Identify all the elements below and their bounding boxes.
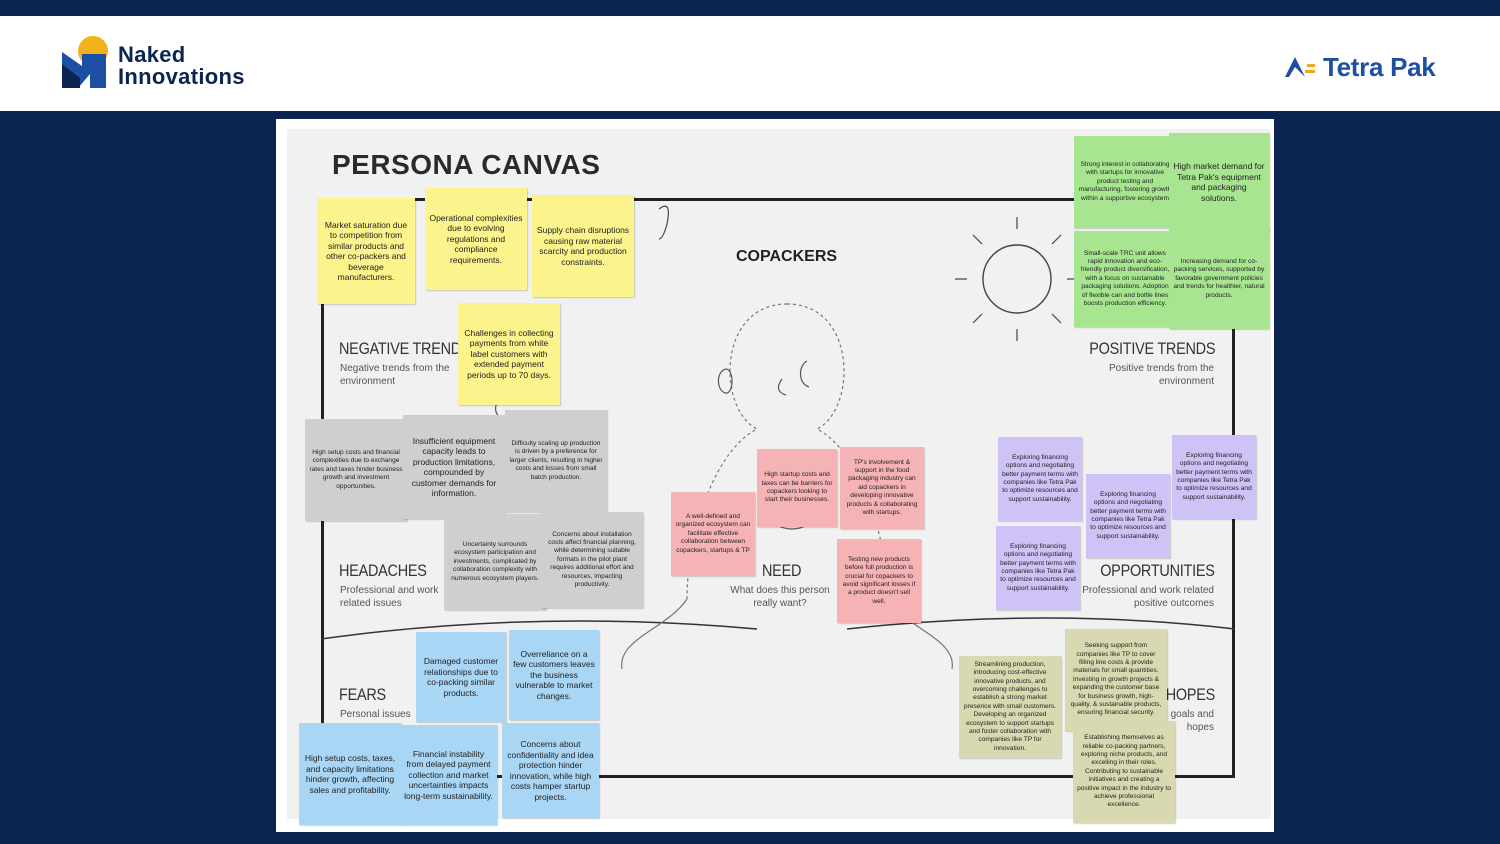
canvas-sheet: PERSONA CANVAS COPACKERS [287, 129, 1271, 819]
sticky-note-need: A well-defined and organized ecosystem c… [671, 492, 755, 576]
fears-subtitle: Personal issues [340, 709, 411, 722]
opportunities-title: OPPORTUNITIES [1101, 561, 1215, 581]
positive-trends-title: POSITIVE TRENDS [1089, 339, 1215, 359]
sticky-note-negative-trend: Market saturation due to competition fro… [317, 198, 415, 304]
sticky-note-headache: Difficulty scaling up production is driv… [505, 410, 607, 512]
negative-trends-title: NEGATIVE TRENDS [339, 339, 470, 359]
negative-trends-subtitle: Negative trends from the environment [340, 363, 470, 388]
sticky-note-positive-trend: Small-scale TRC unit allows rapid innova… [1074, 231, 1176, 327]
sticky-note-need: High startup costs and taxes can be barr… [757, 449, 837, 527]
sticky-note-opportunity: Exploring financing options and negotiat… [1172, 435, 1256, 519]
fears-title: FEARS [339, 685, 386, 705]
sticky-note-headache: Uncertainty surrounds ecosystem particip… [444, 514, 546, 610]
positive-trends-subtitle: Positive trends from the environment [1084, 363, 1214, 388]
sticky-note-hope: Establishing themselves as reliable co-p… [1073, 721, 1175, 823]
sticky-note-fear: Financial instability from delayed payme… [400, 725, 497, 825]
sticky-note-opportunity: Exploring financing options and negotiat… [998, 437, 1082, 521]
sticky-note-fear: Overreliance on a few customers leaves t… [509, 630, 599, 720]
tetra-pak-wordmark: Tetra Pak [1323, 52, 1435, 83]
sticky-note-negative-trend: Challenges in collecting payments from w… [458, 303, 560, 405]
sticky-note-opportunity: Exploring financing options and negotiat… [996, 526, 1080, 610]
sticky-note-need: TP's involvement & support in the food p… [840, 447, 924, 529]
persona-name: COPACKERS [736, 248, 837, 266]
logo-line-2: Innovations [118, 66, 245, 88]
top-band [0, 0, 1500, 16]
sticky-note-opportunity: Exploring financing options and negotiat… [1086, 474, 1170, 558]
tetra-pak-logo: Tetra Pak [1285, 52, 1435, 82]
headaches-subtitle: Professional and work related issues [340, 585, 450, 610]
sticky-note-negative-trend: Operational complexities due to evolving… [425, 188, 527, 290]
sticky-note-headache: High setup costs and financial complexit… [305, 419, 407, 521]
logo-line-1: Naked [118, 44, 245, 66]
persona-canvas-image: PERSONA CANVAS COPACKERS [276, 119, 1274, 832]
tetra-pak-logo-icon [1285, 55, 1317, 79]
sticky-note-hope: Seeking support from companies like TP t… [1065, 629, 1167, 731]
opportunities-subtitle: Professional and work related positive o… [1064, 585, 1214, 610]
sticky-note-positive-trend: High market demand for Tetra Pak's equip… [1169, 133, 1269, 231]
sticky-note-positive-trend: Increasing demand for co-packing service… [1169, 229, 1269, 329]
sticky-note-negative-trend: Supply chain disruptions causing raw mat… [532, 195, 634, 297]
sticky-note-hope: Streamlining production, introducing cos… [959, 656, 1061, 758]
naked-innovations-wordmark: Naked Innovations [118, 44, 245, 88]
sticky-note-positive-trend: Strong interest in collaborating with st… [1074, 136, 1176, 228]
naked-innovations-logo [60, 34, 110, 88]
hopes-title: HOPES [1166, 685, 1215, 705]
headaches-title: HEADACHES [339, 561, 427, 581]
need-subtitle: What does this person really want? [725, 585, 835, 610]
sticky-note-fear: Concerns about confidentiality and idea … [502, 723, 599, 818]
need-title: NEED [762, 561, 801, 581]
sticky-note-fear: Damaged customer relationships due to co… [416, 632, 506, 722]
sticky-note-fear: High setup costs, taxes, and capacity li… [299, 723, 401, 825]
sticky-note-need: Testing new products before full product… [837, 539, 921, 623]
sticky-note-headache: Insufficient equipment capacity leads to… [403, 415, 505, 519]
sticky-note-headache: Concerns about installation costs affect… [541, 512, 643, 608]
